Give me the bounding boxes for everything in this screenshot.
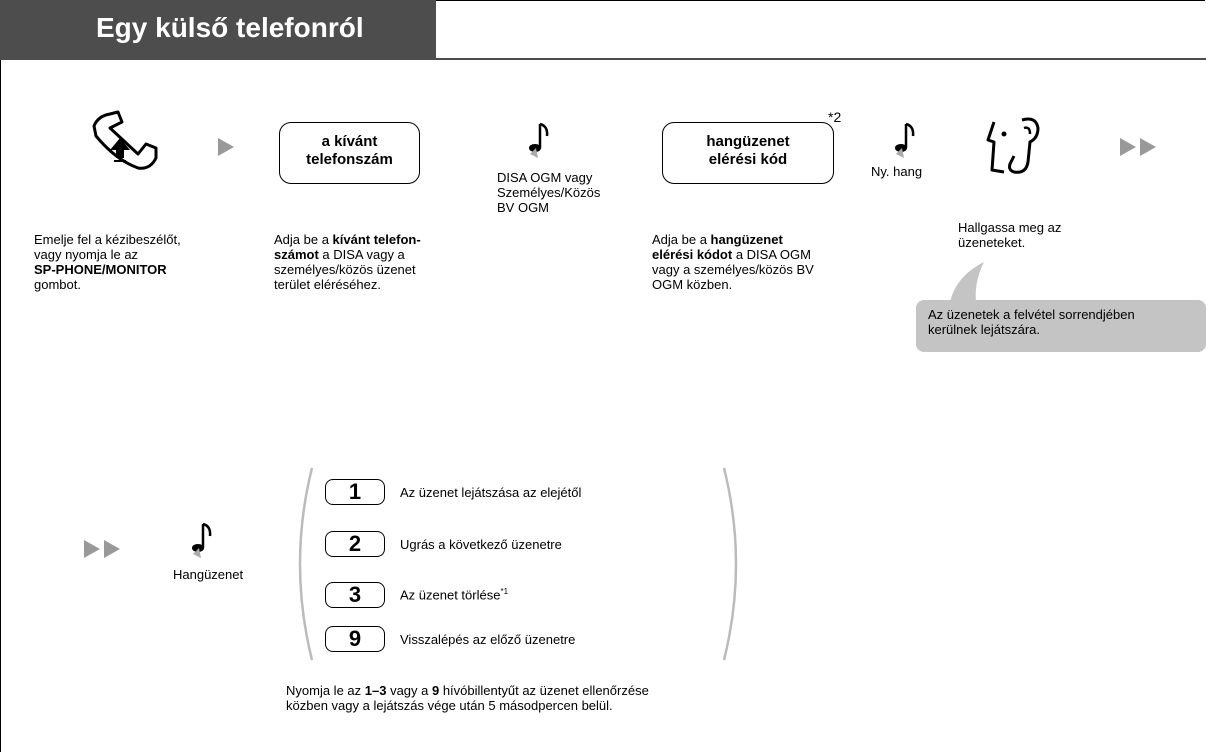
listen-icon (986, 117, 1040, 174)
code-desc-text-2: a DISA OGM (732, 247, 811, 262)
double-arrow-icon-2 (1140, 138, 1156, 156)
digit-key-9: 9 (325, 626, 385, 652)
listen-description: Hallgassa meg az üzeneteket. (958, 220, 1061, 250)
music-note-icon (529, 122, 549, 158)
handset-lift-icon (92, 110, 158, 170)
arrow-icon (218, 138, 234, 156)
number-desc-bold-2: számot (274, 247, 319, 262)
disa-text-3: BV OGM (497, 200, 550, 215)
option-text-4: Visszalépés az előző üzenetre (400, 632, 576, 647)
voice-message-label: Hangüzenet (173, 567, 244, 582)
note-text-2: kerülnek lejátszára. (928, 322, 1040, 337)
music-note-icon (895, 122, 915, 158)
lift-text-2: vagy nyomja le az (34, 247, 139, 262)
disa-text-1: DISA OGM vagy (497, 170, 593, 185)
page-title: Egy külső telefonról (96, 12, 364, 43)
listen-text-1: Hallgassa meg az (958, 220, 1062, 235)
option-label-4: Visszalépés az előző üzenetre (400, 632, 575, 647)
lift-text-1: Emelje fel a kézibeszélőt, (34, 232, 181, 247)
footer-instruction: Nyomja le az 1–3 vagy a 9 hívóbillentyűt… (286, 683, 649, 713)
number-desc-text-2: a DISA vagy a (318, 247, 405, 262)
access-code-key: hangüzenet elérési kód (662, 122, 834, 184)
option-label-1: Az üzenet lejátszása az elejétől (400, 485, 581, 500)
double-arrow-icon-3 (84, 540, 100, 558)
footer-text-a: Nyomja le az (286, 683, 365, 698)
number-desc-text: Adja be a (274, 232, 333, 247)
lift-text-3: SP-PHONE/MONITOR (34, 262, 167, 277)
footer-bold-b: 1–3 (364, 683, 387, 698)
number-key-line-2: telefonszám (306, 151, 393, 168)
lift-text-4: gombot. (34, 277, 81, 292)
right-bracket (722, 467, 738, 661)
footnote-marker: *2 (828, 109, 842, 125)
option-text-3: Az üzenet törlése (400, 587, 501, 603)
code-key-line-1: hangüzenet (706, 133, 790, 150)
music-note-icon (192, 522, 212, 558)
digit-key-1: 1 (325, 479, 385, 505)
code-key-line-2: elérési kód (708, 151, 788, 168)
double-arrow-icon-4 (104, 540, 120, 558)
digit-key-2: 2 (325, 531, 385, 557)
footer-bold-d: 9 (431, 683, 440, 698)
number-desc-text-4: terület eléréséhez. (274, 277, 381, 292)
header-rule (436, 58, 1206, 60)
double-arrow-icon (1120, 138, 1136, 156)
listen-text-2: üzeneteket. (958, 235, 1026, 250)
disa-description: DISA OGM vagy Személyes/Közös BV OGM (497, 170, 600, 215)
left-bracket (298, 467, 314, 661)
option-label-3: Az üzenet törlése*1 (400, 587, 508, 602)
number-desc-bold: kívánt telefon- (332, 232, 421, 247)
note-text-1: Az üzenetek a felvétel sorrendjében (928, 307, 1135, 322)
code-description: Adja be a hangüzenet elérési kódot a DIS… (652, 232, 814, 292)
footer-text-c: vagy a (386, 683, 432, 698)
code-desc-text-3: vagy a személyes/közös BV (652, 262, 814, 277)
lift-description: Emelje fel a kézibeszélőt, vagy nyomja l… (34, 232, 181, 292)
digit-key-3: 3 (325, 582, 385, 608)
option-text-2: Ugrás a következő üzenetre (400, 537, 562, 552)
phone-number-key: a kívánt telefonszám (279, 122, 420, 184)
number-desc-text-3: személyes/közös üzenet (274, 262, 416, 277)
code-desc-bold: hangüzenet (710, 232, 783, 247)
number-description: Adja be a kívánt telefon- számot a DISA … (274, 232, 421, 292)
code-desc-text: Adja be a (652, 232, 711, 247)
code-desc-bold-2: elérési kódot (652, 247, 733, 262)
option-label-2: Ugrás a következő üzenetre (400, 537, 562, 552)
footer-text-e: hívóbillentyűt az üzenet ellenőrzése (439, 683, 649, 698)
footnote-sup: *1 (500, 587, 509, 596)
speech-bubble-tail (950, 262, 984, 302)
footer-text-2: közben vagy a lejátszás vége után 5 máso… (286, 698, 613, 713)
tone-label: Ny. hang (871, 164, 923, 179)
disa-text-2: Személyes/Közös (497, 185, 601, 200)
number-key-line-1: a kívánt (321, 133, 378, 150)
header: Egy külső telefonról (0, 0, 1206, 60)
note-bubble: Az üzenetek a felvétel sorrendjében kerü… (916, 300, 1206, 352)
title-box: Egy külső telefonról (0, 0, 436, 60)
option-text-1: Az üzenet lejátszása az elejétől (400, 485, 582, 500)
code-desc-text-4: OGM közben. (652, 277, 733, 292)
